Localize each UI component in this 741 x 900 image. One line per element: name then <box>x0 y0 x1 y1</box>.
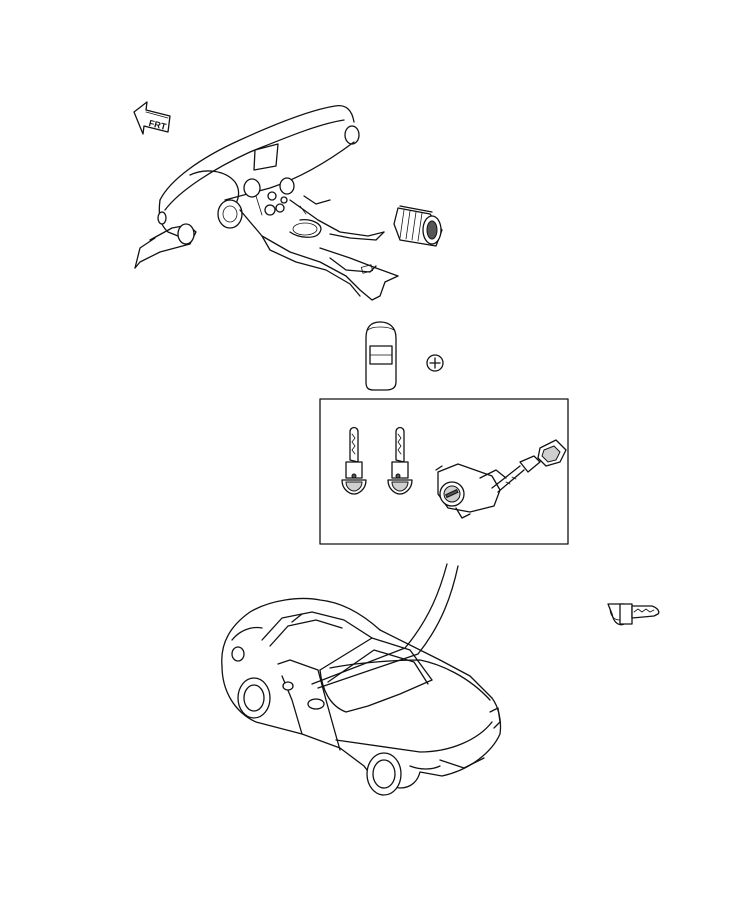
front-indicator-label: FRT <box>148 118 168 132</box>
push-start-switch <box>393 205 443 247</box>
smart-key-fob <box>365 321 397 391</box>
dashboard-assembly <box>134 104 399 301</box>
front-direction-arrow: FRT <box>133 101 171 135</box>
spare-key-blade <box>607 603 660 626</box>
key-blade-left <box>341 426 367 495</box>
key-blade-right <box>387 426 413 495</box>
plus-symbol-icon <box>426 354 444 372</box>
door-lock-cylinder <box>435 439 567 519</box>
lock-cylinder-kit-box <box>319 398 569 545</box>
vehicle-outline <box>221 563 502 796</box>
